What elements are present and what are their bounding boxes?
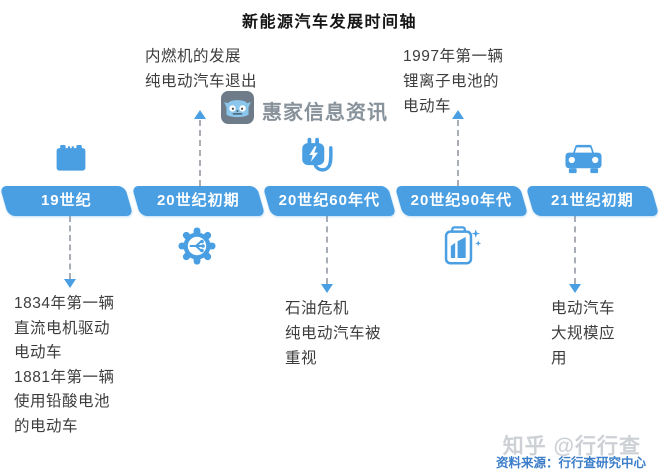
- car-battery-icon: [53, 140, 89, 176]
- timeline-segment-19th-century: 19世纪: [0, 186, 133, 216]
- arrow-up-icon: [194, 110, 206, 119]
- arrow-up-icon: [452, 110, 464, 119]
- page-title: 新能源汽车发展时间轴: [241, 14, 417, 31]
- charging-plug-icon: [296, 135, 342, 177]
- arrow-down-icon: [321, 284, 333, 293]
- connector-dashed-line: [69, 216, 71, 279]
- connector-dashed-line: [574, 216, 576, 284]
- connector-dashed-line: [457, 120, 459, 186]
- arrow-down-icon: [569, 284, 581, 293]
- timeline-segment-early-21st: 21世纪初期: [526, 186, 659, 216]
- source-attribution: 资料来源：行行查研究中心: [495, 456, 646, 470]
- note-early-21st: 电动汽车 大规模应 用: [551, 300, 616, 367]
- note-1960s: 石油危机 纯电动汽车被 重视: [285, 300, 382, 367]
- connector-dashed-line: [199, 120, 201, 186]
- note-20th-early: 内燃机的发展 纯电动汽车退出: [145, 48, 258, 90]
- car-icon: [560, 140, 607, 179]
- timeline-segment-label: 20世纪60年代: [278, 192, 381, 209]
- engine-gear-icon: [177, 226, 217, 266]
- note-19th-century: 1834年第一辆 直流电机驱动 电动车 1881年第一辆 使用铅酸电池 的电动车: [14, 295, 115, 435]
- timeline-segment-early-20th: 20世纪初期: [131, 186, 265, 216]
- charging-battery-icon: [436, 223, 482, 271]
- center-watermark-label: 惠家信息资讯: [262, 101, 388, 124]
- timeline-segment-label: 20世纪90年代: [410, 192, 512, 209]
- timeline-bar: 19世纪 20世纪初期 20世纪60年代 20世纪90年代 21世纪初期: [0, 186, 659, 216]
- timeline-segment-label: 19世纪: [40, 192, 92, 209]
- robot-icon: [221, 91, 254, 129]
- center-watermark: 惠家信息资讯: [221, 91, 388, 129]
- timeline-segment-1960s: 20世纪60年代: [262, 186, 397, 216]
- note-1990s: 1997年第一辆 锂离子电池的 电动车: [403, 48, 504, 115]
- connector-dashed-line: [326, 216, 328, 284]
- timeline-segment-label: 21世纪初期: [551, 192, 635, 209]
- timeline-segment-label: 20世纪初期: [156, 192, 240, 209]
- arrow-down-icon: [64, 279, 76, 288]
- timeline-segment-1990s: 20世纪90年代: [394, 186, 528, 216]
- zhihu-watermark: 知乎 @行行查: [502, 435, 641, 458]
